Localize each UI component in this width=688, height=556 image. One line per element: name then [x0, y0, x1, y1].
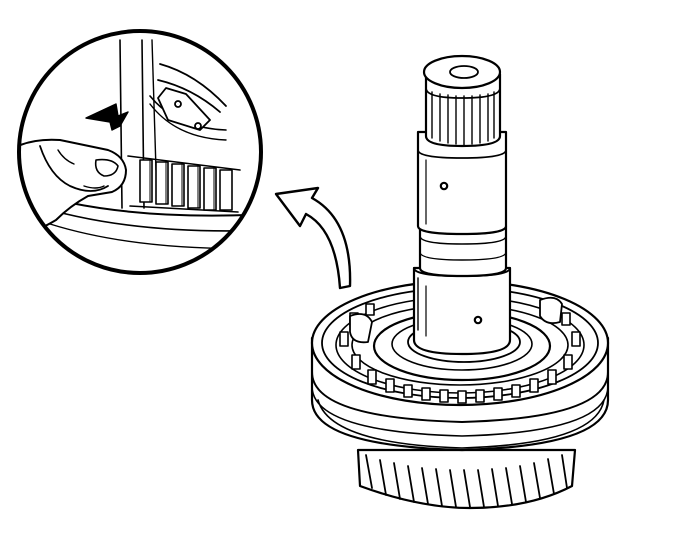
curved-pointer-arrow	[274, 186, 352, 290]
inset-ring-teeth	[127, 155, 241, 213]
detail-inset	[17, 29, 263, 275]
shift-key-blocks	[349, 296, 563, 344]
shaft-oil-hole-lower	[473, 315, 483, 325]
inset-hole-2	[194, 122, 202, 130]
shaft-oil-hole-upper	[439, 181, 449, 191]
helical-gear-teeth	[356, 448, 577, 510]
shaft-collar	[418, 224, 508, 278]
inset-direction-arrow	[85, 103, 129, 131]
gear-assembly	[310, 54, 610, 510]
shaft-upper	[416, 130, 508, 236]
inset-key-block	[157, 87, 211, 131]
shaft-spline	[424, 72, 502, 148]
shaft-end-face	[422, 54, 502, 90]
shaft-lower	[412, 266, 512, 356]
inset-hole-1	[174, 100, 182, 108]
